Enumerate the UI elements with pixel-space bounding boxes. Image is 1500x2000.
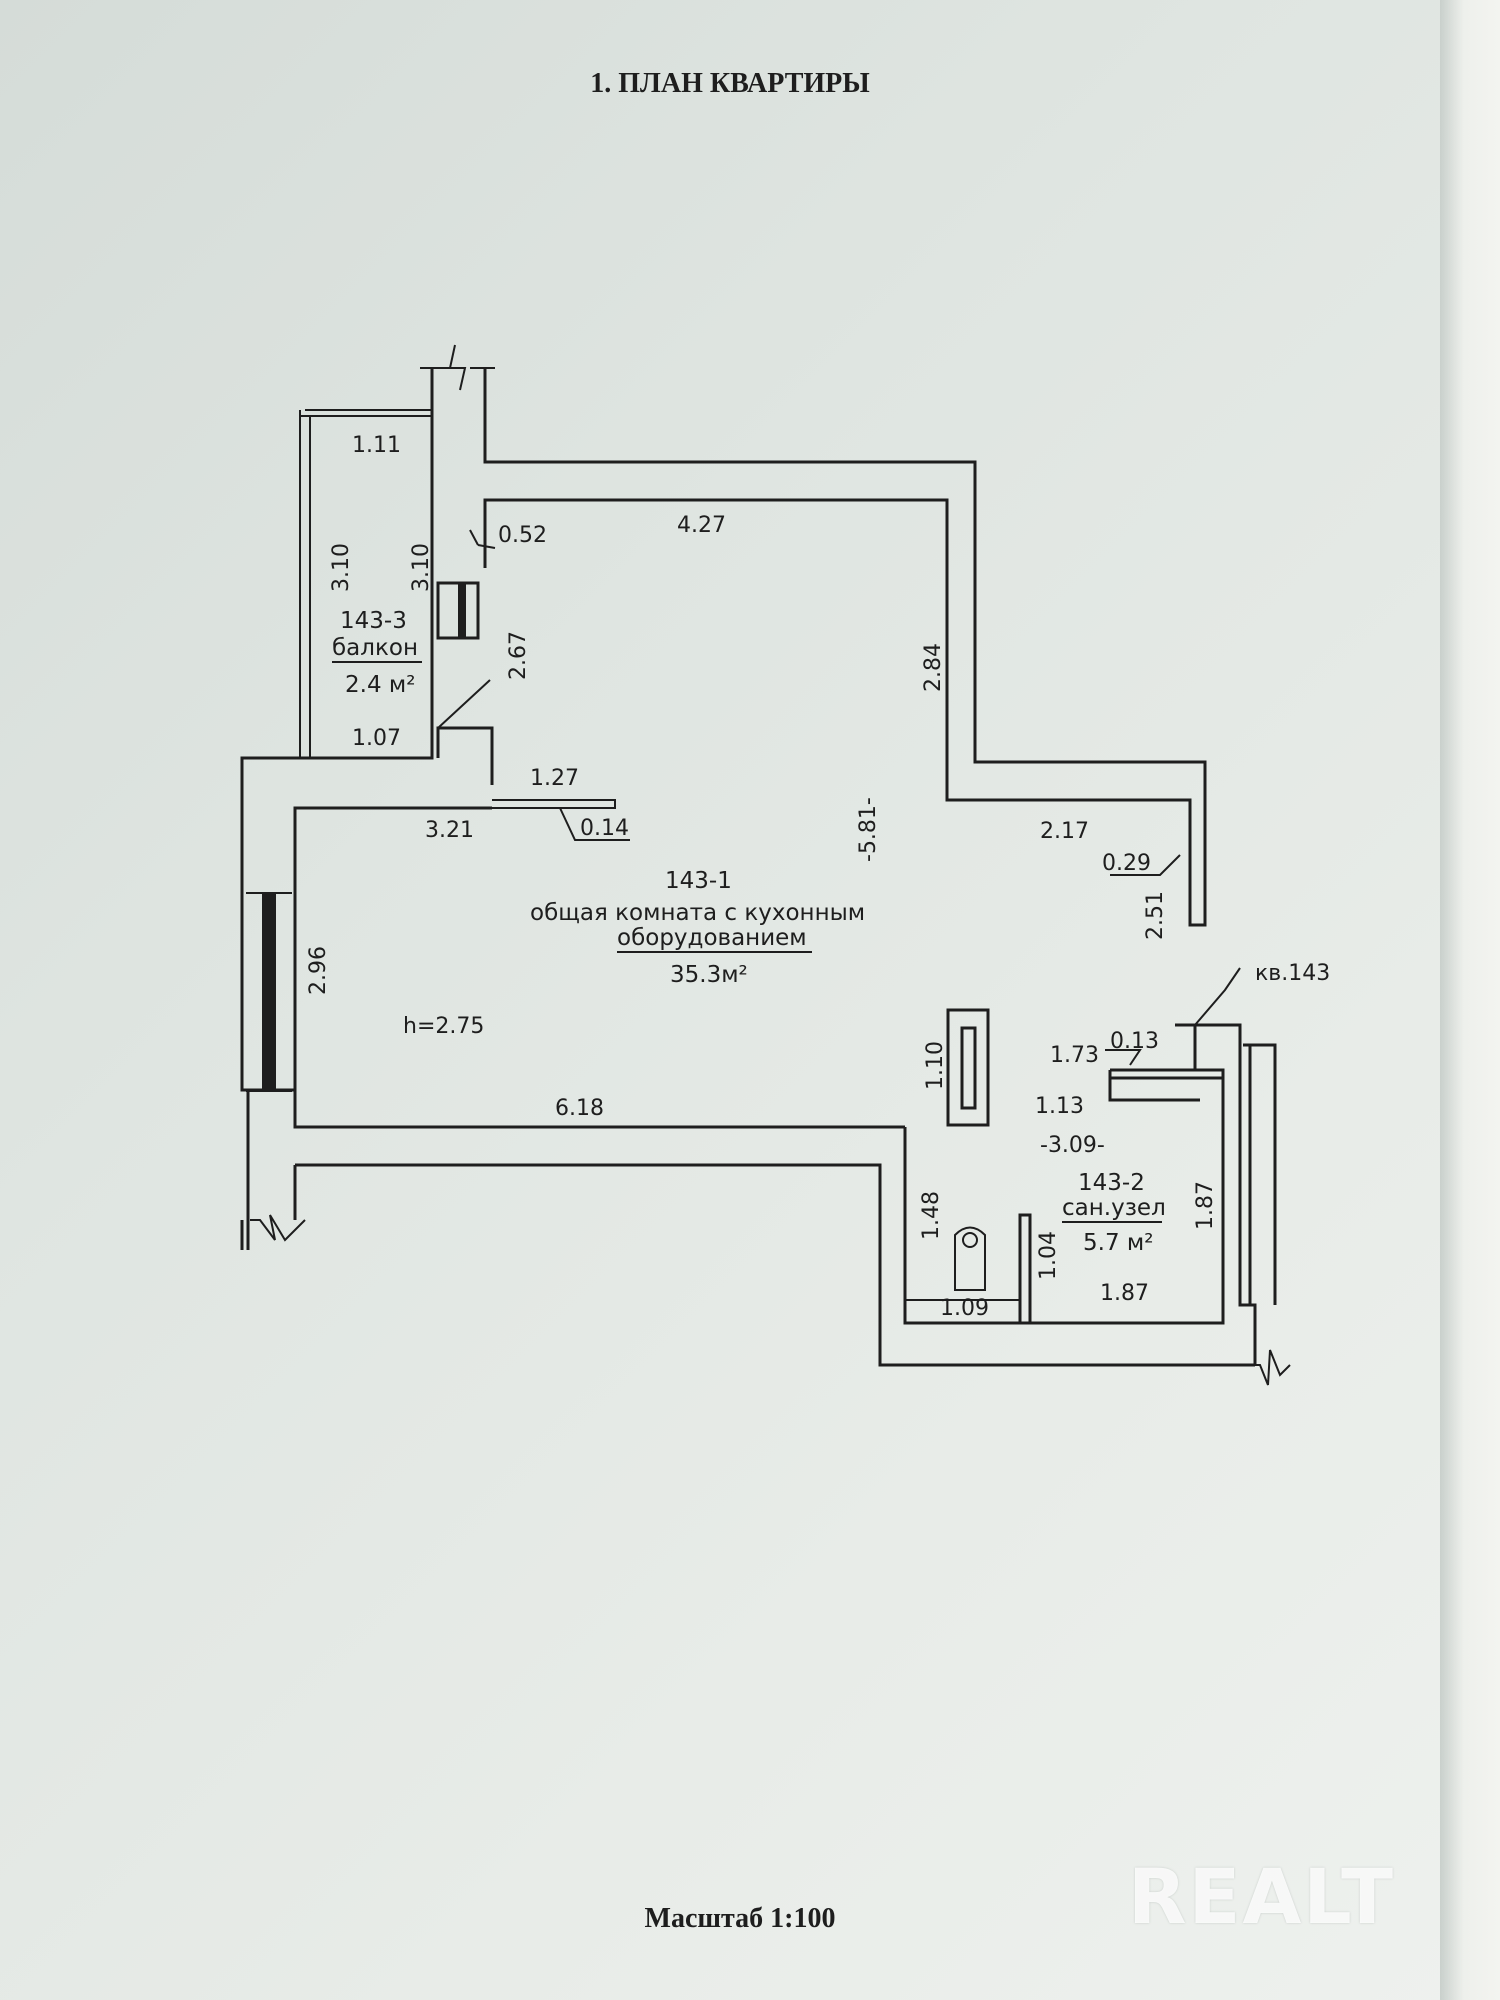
page-edge-shadow [1440, 0, 1500, 2000]
break-top [420, 344, 495, 391]
dim-shaft-110: 1.10 [923, 1041, 948, 1090]
living-inner-wall [293, 806, 905, 1129]
page-title: 1. ПЛАН КВАРТИРЫ [590, 68, 870, 99]
leader-267 [437, 679, 491, 729]
leader-014 [559, 807, 630, 841]
dim-step-251: 2.51 [1143, 891, 1168, 940]
kitchen-shelf [492, 799, 616, 809]
partition [1018, 1213, 1032, 1325]
leader-kv [1194, 967, 1241, 1026]
toilet [954, 1226, 986, 1291]
dim-top-width: 4.27 [677, 513, 726, 538]
dim-balcony-right: 3.10 [409, 543, 434, 592]
dim-left-296: 2.96 [306, 946, 331, 995]
toilet-bowl [962, 1232, 978, 1248]
room-balcony-name: балкон [332, 635, 418, 661]
room-bath-name: сан.узел [1062, 1195, 1166, 1221]
ceiling-height: h=2.75 [403, 1014, 484, 1039]
room-bath-area: 5.7 м² [1083, 1230, 1153, 1256]
niche-fill [458, 583, 466, 638]
lower-left-wall [240, 1088, 1255, 1367]
dim-diag-267: 2.67 [506, 631, 531, 680]
dim-shelf-014: 0.14 [580, 816, 629, 841]
dim-right-upper: 2.84 [921, 643, 946, 692]
dim-bath-187-right: 1.87 [1193, 1181, 1218, 1230]
dim-bath-173: 1.73 [1050, 1043, 1099, 1068]
dim-balcony-top: 1.11 [352, 433, 401, 458]
watermark-logo: REALT [1128, 1852, 1395, 1941]
balcony-railing [299, 409, 432, 758]
shaft-box [946, 1008, 990, 1127]
dim-middle-581: -5.81- [856, 797, 881, 862]
left-window [262, 893, 276, 1091]
dim-step-217: 2.17 [1040, 819, 1089, 844]
dim-left-321: 3.21 [425, 818, 474, 843]
leader-013 [1105, 1049, 1142, 1066]
leader-029 [1110, 854, 1181, 876]
dim-shelf-127: 1.27 [530, 766, 579, 791]
break-right [1245, 1349, 1291, 1386]
dim-niche-052: 0.52 [498, 523, 547, 548]
room-living-name-2: оборудованием [617, 925, 807, 951]
dim-bath-109: 1.09 [940, 1296, 989, 1321]
dim-bath-309: -3.09- [1040, 1133, 1105, 1158]
bathroom-outer-wall [1195, 1023, 1277, 1365]
dim-step-029: 0.29 [1102, 851, 1151, 876]
room-living-name-1: общая комната с кухонным [530, 900, 865, 926]
dim-bath-113: 1.13 [1035, 1094, 1084, 1119]
room-balcony-id: 143-3 [340, 608, 407, 634]
room-bath-id: 143-2 [1078, 1170, 1145, 1196]
dim-balcony-bottom: 1.07 [352, 726, 401, 751]
room-living-area: 35.3м² [670, 962, 748, 988]
balcony-wall [436, 726, 494, 785]
bathroom-wall [903, 1023, 1225, 1325]
dim-bath-013: 0.13 [1110, 1029, 1159, 1054]
outer-wall [240, 368, 1207, 1250]
dim-bath-187-bottom: 1.87 [1100, 1281, 1149, 1306]
break-left [250, 1214, 306, 1242]
dim-bath-104: 1.04 [1036, 1231, 1061, 1280]
room-balcony-area: 2.4 м² [345, 672, 415, 698]
dim-bottom-618: 6.18 [555, 1096, 604, 1121]
dim-balcony-left: 3.10 [329, 543, 354, 592]
scale-label: Масштаб 1:100 [644, 1903, 836, 1934]
leader-052 [469, 529, 496, 549]
apartment-label: кв.143 [1255, 961, 1330, 986]
room-living-id: 143-1 [665, 868, 732, 894]
dim-bath-148: 1.48 [919, 1191, 944, 1240]
